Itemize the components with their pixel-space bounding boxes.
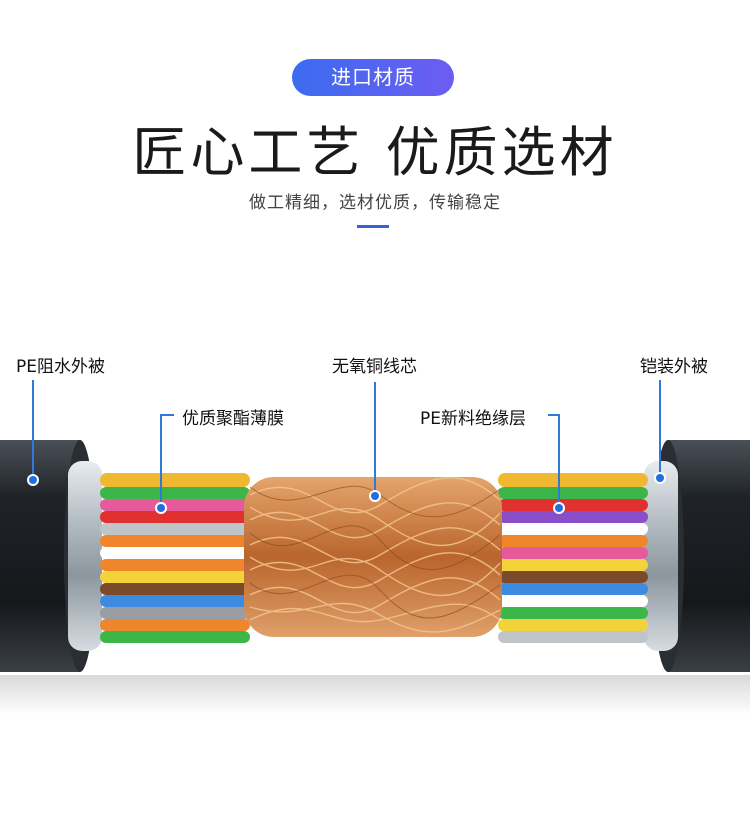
left-armor-ring (68, 461, 102, 651)
label-armor-sheath: 铠装外被 (640, 357, 708, 377)
callout-line-armor-sheath (659, 380, 661, 476)
callout-line-outer-sheath (32, 380, 34, 480)
callout-dot-armor-sheath (656, 474, 664, 482)
right-armor-ring (644, 461, 678, 651)
cable-cross-section-illustration (0, 440, 750, 715)
callout-dot-shield-film (157, 504, 165, 512)
copper-strands (249, 477, 501, 633)
page-subtitle: 做工精细，选材优质，传输稳定 (249, 193, 501, 213)
copper-core (244, 477, 502, 637)
label-copper-core: 无氧铜线芯 (332, 357, 417, 377)
callout-hline-insulation (548, 414, 560, 416)
callout-line-shield-film (160, 414, 162, 506)
page-title: 匠心工艺 优质选材 (132, 121, 618, 184)
callout-hline-shield-film (160, 414, 174, 416)
left-wire-bundle (100, 473, 250, 643)
floor-shadow (0, 675, 750, 715)
callout-line-insulation (558, 414, 560, 506)
section-badge: 进口材质 (292, 59, 454, 96)
label-outer-sheath: PE阻水外被 (16, 357, 105, 377)
callout-dot-outer-sheath (29, 476, 37, 484)
label-shield-film: 优质聚酯薄膜 (182, 409, 284, 429)
right-wire-bundle (498, 473, 648, 643)
callout-line-copper-core (374, 382, 376, 494)
title-underline (357, 225, 389, 228)
callout-dot-insulation (555, 504, 563, 512)
callout-dot-copper-core (371, 492, 379, 500)
label-insulation: PE新料绝缘层 (420, 409, 526, 429)
